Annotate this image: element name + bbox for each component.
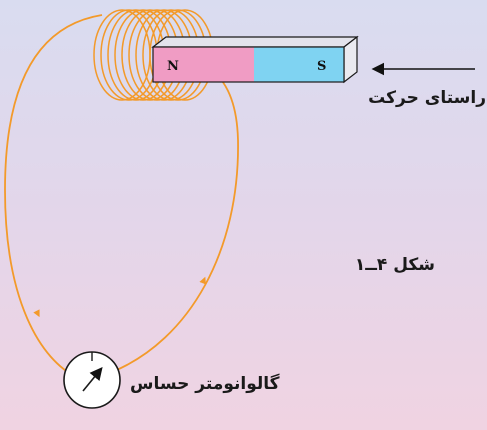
figure-caption: شکل ۴ــ۱ — [354, 255, 435, 275]
magnet-north-half — [153, 47, 254, 82]
galvanometer — [63, 351, 121, 409]
wire-left — [4, 14, 103, 379]
galvanometer-label: گالوانومتر حساس — [130, 374, 280, 394]
motion-direction-label: راستای حرکت — [368, 88, 486, 108]
magnet-south-half — [254, 47, 344, 82]
north-pole-label: N — [167, 59, 179, 74]
wire-right — [111, 61, 239, 373]
south-pole-label: S — [317, 59, 326, 74]
wire-arrow-down — [33, 309, 40, 318]
galvanometer-needle — [82, 367, 103, 392]
bar-magnet: N S — [151, 35, 359, 84]
